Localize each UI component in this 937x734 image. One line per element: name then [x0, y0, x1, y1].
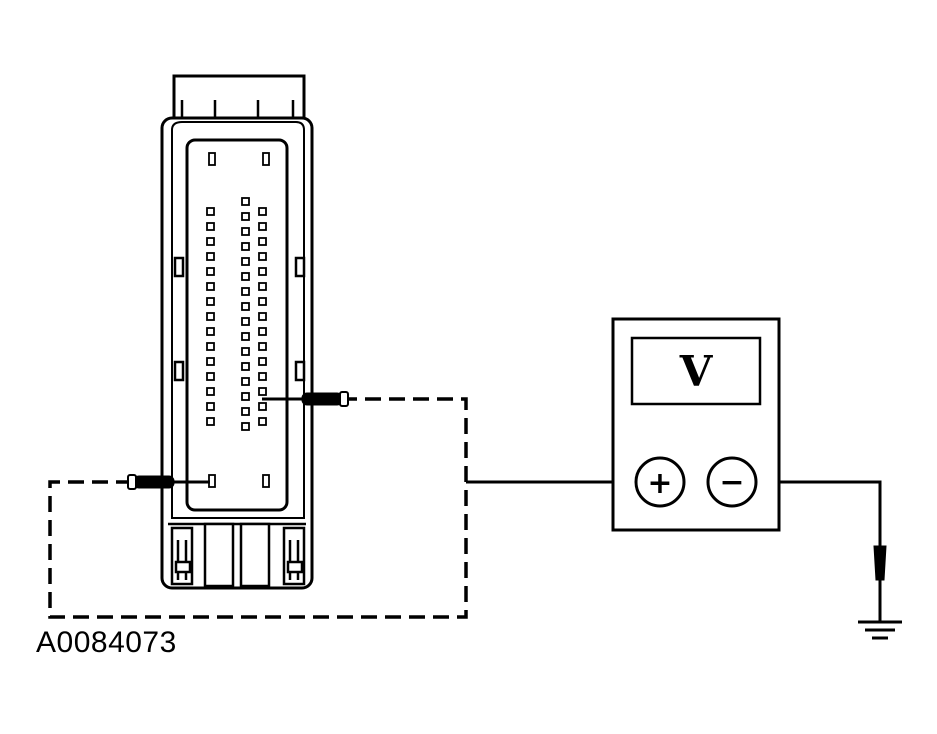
probe-lower [127, 474, 210, 490]
connector-pin [206, 252, 215, 261]
connector-pin-cavity [185, 138, 289, 512]
connector-pin [258, 387, 267, 396]
connector-bottom-lock [168, 522, 306, 588]
connector-pin [258, 402, 267, 411]
probe-upper [262, 391, 349, 407]
figure-reference-id: A0084073 [36, 626, 177, 659]
connector-pin [258, 207, 267, 216]
connector-pin [258, 327, 267, 336]
connector-pin [258, 342, 267, 351]
connector-pin [241, 227, 250, 236]
connector-pin [206, 312, 215, 321]
connector-pin [241, 257, 250, 266]
negative-terminal-symbol: − [719, 465, 744, 500]
connector-pin [241, 407, 250, 416]
voltmeter-display [630, 336, 762, 406]
connector-pin [206, 402, 215, 411]
connector-pin [262, 152, 270, 166]
connector-pin [258, 417, 267, 426]
voltmeter: V + − [611, 317, 781, 532]
connector-pin [206, 327, 215, 336]
connector-pin [258, 372, 267, 381]
connector-pin [206, 357, 215, 366]
connector-pin [241, 392, 250, 401]
dashed-test-lead [48, 397, 468, 619]
ground-probe [873, 545, 887, 622]
connector-pin [206, 387, 215, 396]
connector-pin [241, 302, 250, 311]
connector-pin [206, 267, 215, 276]
connector-pin [241, 422, 250, 431]
connector-pin [258, 237, 267, 246]
connector-pin [206, 237, 215, 246]
connector-body [160, 116, 314, 590]
connector-pin [241, 212, 250, 221]
connector-pin [258, 252, 267, 261]
connector-pin [241, 347, 250, 356]
connector-pin [241, 242, 250, 251]
connector-pin [241, 377, 250, 386]
connector-pin [206, 342, 215, 351]
connector-pin [241, 287, 250, 296]
connector-pin [206, 297, 215, 306]
connector-pin [241, 317, 250, 326]
connector-pin [206, 417, 215, 426]
connector-pin [206, 282, 215, 291]
connector-pin [258, 297, 267, 306]
module-connector [160, 74, 314, 590]
connector-pin [258, 312, 267, 321]
connector-pin [208, 152, 216, 166]
meter-wires [466, 480, 882, 546]
connector-pin [258, 222, 267, 231]
connector-pin [241, 362, 250, 371]
connector-pin [241, 197, 250, 206]
negative-terminal [706, 456, 758, 508]
connector-pin [258, 267, 267, 276]
connector-pin [258, 357, 267, 366]
connector-top-latch [172, 74, 306, 120]
ground-symbol [858, 620, 902, 640]
connector-pins [206, 152, 270, 488]
connector-pin [262, 474, 270, 488]
connector-side-tabs [173, 256, 306, 382]
positive-terminal-symbol: + [647, 466, 672, 501]
voltmeter-display-symbol: V [679, 347, 714, 396]
connector-pin [241, 332, 250, 341]
connector-latch-teeth [180, 100, 295, 118]
connector-pin [241, 272, 250, 281]
connector-pin [206, 372, 215, 381]
connector-pin [206, 207, 215, 216]
connector-pin [206, 222, 215, 231]
connector-pin [258, 282, 267, 291]
positive-terminal [634, 456, 686, 508]
